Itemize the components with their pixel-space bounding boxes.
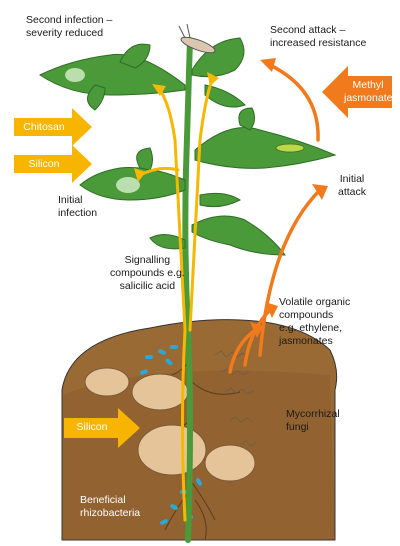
treatment-label-methyl-jasmonate: Methyl jasmonate [344, 79, 393, 104]
treatment-arrow-silicon-top [14, 145, 92, 183]
label-initial-attack: Initial attack [338, 173, 367, 198]
treatment-arrow-methyl-jasmonate [322, 66, 392, 118]
label-second-infection: Second infection – severity reduced [26, 14, 113, 39]
tuber [204, 444, 256, 482]
treatment-arrow-silicon-soil [64, 408, 140, 448]
treatment-arrow-chitosan [14, 108, 92, 146]
label-signalling-compounds: Signalling compounds e.g. salicilic acid [110, 254, 185, 292]
mycorrhizal-hyphae [214, 350, 258, 447]
tuber [84, 367, 130, 397]
volatile-arrows [228, 63, 322, 374]
stem [182, 37, 193, 543]
soil-mound [61, 319, 338, 541]
caterpillar [275, 143, 305, 153]
treatment-label-chitosan: Chitosan [23, 121, 65, 133]
volatile-arrowheads [250, 58, 328, 338]
insect [178, 23, 216, 54]
signalling-arrowheads [134, 72, 219, 182]
treatment-label-silicon-top: Silicon [28, 158, 60, 170]
leaves [39, 37, 337, 256]
infection-glow [65, 68, 140, 193]
tuber [137, 424, 207, 476]
label-mycorrhizal-fungi: Mycorrhizal fungi [286, 408, 340, 433]
label-initial-infection: Initial infection [58, 194, 98, 219]
label-beneficial-rhizobacteria: Beneficial rhizobacteria [80, 494, 141, 519]
label-volatile-compounds: Volatile organic compounds e.g. ethylene… [279, 296, 351, 347]
treatment-label-silicon-soil: Silicon [76, 421, 108, 433]
tuber [131, 373, 189, 411]
label-second-attack: Second attack – increased resistance [270, 24, 367, 49]
